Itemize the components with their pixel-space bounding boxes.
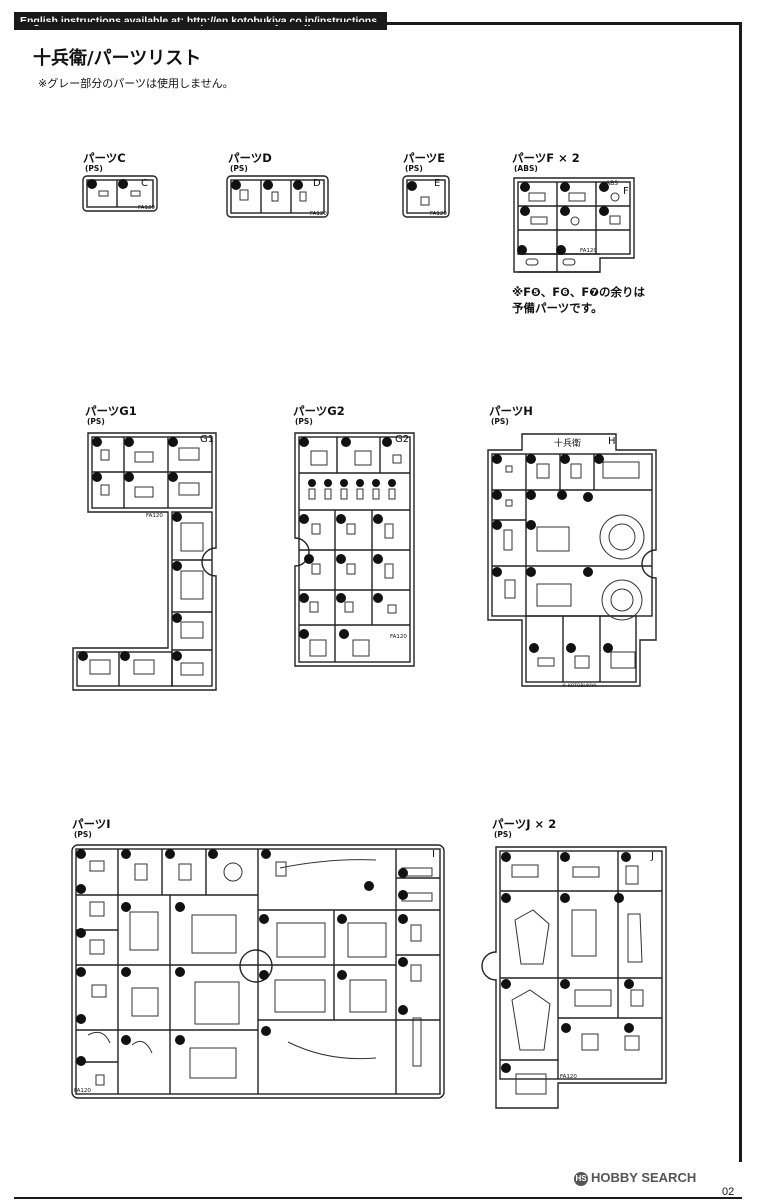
- sprue-e-tag: E: [434, 178, 441, 189]
- sprue-c-label: パーツC: [83, 151, 126, 165]
- sprue-i-label: パーツI: [72, 817, 111, 831]
- sprue-f-frame: [513, 177, 635, 273]
- header-rule: [14, 22, 742, 25]
- spare-parts-note-line2: 予備パーツです。: [512, 301, 603, 315]
- sprue-c-tag: C: [141, 178, 148, 189]
- part-number-badges: [76, 179, 634, 1073]
- sprue-j-code: FA120: [560, 1074, 577, 1080]
- sprue-h-frame: [487, 433, 657, 687]
- sprue-j-frame: [481, 846, 667, 1109]
- sprue-i-code: FA120: [74, 1088, 91, 1094]
- sprue-f-label: パーツF × 2: [512, 151, 580, 165]
- hobby-search-mark: HS: [574, 1171, 588, 1186]
- sprue-g2-material: (PS): [295, 417, 313, 426]
- sprue-f-code: FA120: [580, 248, 597, 254]
- sprue-e-label: パーツE: [403, 151, 446, 165]
- sprue-e-frame: [402, 175, 450, 218]
- sprue-g1-code: FA120: [146, 513, 163, 519]
- sprue-g1-material: (PS): [87, 417, 105, 426]
- spare-parts-note-line1: ※F❺、F❻、F❼の余りは: [512, 285, 645, 299]
- page-number: 02: [722, 1186, 735, 1198]
- sprue-g2-code: FA120: [390, 634, 407, 640]
- sprue-g2-label: パーツG2: [293, 404, 345, 418]
- sprue-h-tag: H: [608, 436, 616, 447]
- sprue-g2-frame: [294, 432, 415, 667]
- sprue-c-code: FA120: [138, 205, 155, 211]
- sprue-d-tag: D: [313, 178, 321, 189]
- hobby-search-text: HOBBY SEARCH: [591, 1170, 697, 1185]
- sprue-d-label: パーツD: [228, 151, 272, 165]
- sprue-h-maker: © KOTOBUKIYA: [562, 684, 597, 689]
- sprue-f-tag-small: ABS: [606, 180, 618, 187]
- sprue-e-code: FA120: [430, 211, 447, 217]
- sprue-h-name-tag: 十兵衛: [554, 439, 582, 449]
- spare-parts-note: ※F❺、F❻、F❼の余りは 予備パーツです。: [512, 284, 645, 316]
- right-border: [739, 22, 742, 1162]
- sprue-g2-tag: G2: [395, 434, 410, 445]
- sprue-j-label: パーツJ × 2: [492, 817, 557, 831]
- sprue-d-frame: [226, 175, 329, 218]
- sprue-h-material: (PS): [491, 417, 509, 426]
- sprue-i-tag: I: [432, 849, 435, 860]
- page-title: 十兵衛/パーツリスト: [33, 48, 202, 69]
- sprue-f-material: (ABS): [514, 164, 538, 173]
- sprue-g1-tag: G1: [200, 434, 215, 445]
- sprue-i-material: (PS): [74, 830, 92, 839]
- sprue-g1-label: パーツG1: [85, 404, 137, 418]
- part-silhouettes: [87, 189, 645, 1095]
- sprue-d-material: (PS): [230, 164, 248, 173]
- sprue-g1-frame: [72, 432, 217, 691]
- sprue-i-frame: [71, 844, 445, 1099]
- footer-rule: [14, 1197, 742, 1199]
- sprue-j-material: (PS): [494, 830, 512, 839]
- sprue-c-material: (PS): [85, 164, 103, 173]
- sprue-e-material: (PS): [405, 164, 423, 173]
- unused-parts-note: ※グレー部分のパーツは使用しません。: [38, 77, 234, 90]
- sprue-j-tag: J: [651, 851, 654, 862]
- sprue-f-tag: F: [623, 186, 629, 197]
- sprue-h-label: パーツH: [489, 404, 533, 418]
- sprue-d-code: FA120: [310, 211, 327, 217]
